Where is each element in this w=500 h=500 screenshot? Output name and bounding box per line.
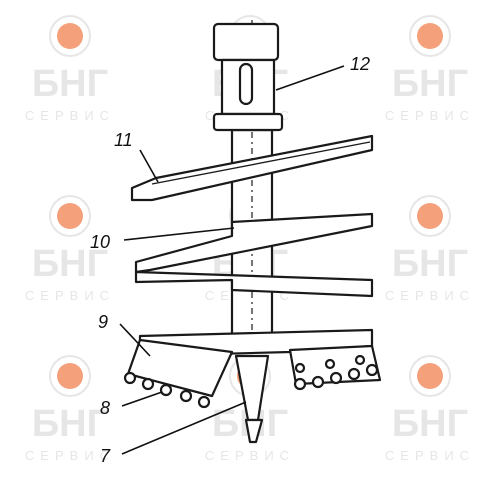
watermark-tile: БНГ СЕРВИС <box>25 195 115 303</box>
tooth <box>329 371 343 385</box>
leader-9 <box>119 323 151 357</box>
watermark-logo-ring <box>409 355 451 397</box>
tooth <box>294 362 306 374</box>
auger-bit-illustration <box>123 20 382 444</box>
pilot-bit-tip <box>244 418 264 444</box>
left-cutter-teeth <box>123 371 211 409</box>
watermark-brand: БНГ <box>392 403 468 445</box>
coupling-collar <box>212 112 284 132</box>
leader-8 <box>121 391 163 407</box>
tooth <box>123 371 137 385</box>
watermark-brand: БНГ <box>392 63 468 105</box>
watermark-logo-ring <box>49 355 91 397</box>
watermark-logo-ring <box>409 195 451 237</box>
tooth <box>311 375 325 389</box>
tooth <box>354 354 366 366</box>
coupling-slot <box>238 62 254 106</box>
callout-7: 7 <box>100 446 111 466</box>
callout-labels: 12 11 10 9 8 7 <box>90 54 370 466</box>
upper-flight-edge <box>151 141 371 185</box>
tooth <box>293 377 307 391</box>
watermark-logo-dot <box>417 203 443 229</box>
tooth <box>365 363 379 377</box>
watermark-brand: БНГ <box>32 243 108 285</box>
leader-12 <box>275 65 345 91</box>
leader-7 <box>121 401 247 455</box>
callout-12: 12 <box>350 54 370 74</box>
watermark-subtitle: СЕРВИС <box>205 448 295 463</box>
middle-spiral-flight-upper <box>134 212 374 274</box>
watermark-logo-ring <box>409 15 451 57</box>
leader-10 <box>123 227 235 241</box>
watermark-tile: БНГ СЕРВИС <box>385 195 475 303</box>
watermark-logo-dot <box>417 23 443 49</box>
watermark-logo-dot <box>417 363 443 389</box>
watermark-logo-dot <box>57 23 83 49</box>
right-cutter-teeth <box>293 354 379 391</box>
callout-11: 11 <box>114 130 133 150</box>
tooth <box>197 395 211 409</box>
watermark-logo-ring <box>49 195 91 237</box>
watermark-logo-ring <box>49 15 91 57</box>
watermark-tile: БНГ СЕРВИС <box>25 355 115 463</box>
top-coupling-cap <box>212 22 280 62</box>
callout-10: 10 <box>90 232 110 252</box>
watermark-brand: БНГ <box>32 403 108 445</box>
watermark-subtitle: СЕРВИС <box>25 108 115 123</box>
watermark-subtitle: СЕРВИС <box>385 448 475 463</box>
tooth <box>159 383 173 397</box>
watermark-logo-dot <box>57 363 83 389</box>
watermark-subtitle: СЕРВИС <box>25 448 115 463</box>
watermark-tile: БНГ СЕРВИС <box>385 355 475 463</box>
left-cutter-blade <box>126 338 234 398</box>
tooth <box>179 389 193 403</box>
tooth <box>324 358 336 370</box>
watermark-tile: БНГ СЕРВИС <box>385 15 475 123</box>
tooth <box>141 377 155 391</box>
watermark-subtitle: СЕРВИС <box>385 288 475 303</box>
tooth <box>347 367 361 381</box>
watermark-tile: БНГ СЕРВИС <box>25 15 115 123</box>
watermark-subtitle: СЕРВИС <box>385 108 475 123</box>
watermark-brand: БНГ <box>392 243 468 285</box>
callout-8: 8 <box>100 398 110 418</box>
middle-spiral-flight-lower <box>134 270 374 298</box>
watermark-subtitle: СЕРВИС <box>25 288 115 303</box>
watermark-brand: БНГ <box>32 63 108 105</box>
leader-11 <box>139 149 159 183</box>
callout-9: 9 <box>98 312 108 332</box>
watermark-logo-dot <box>57 203 83 229</box>
leader-lines <box>119 65 345 455</box>
